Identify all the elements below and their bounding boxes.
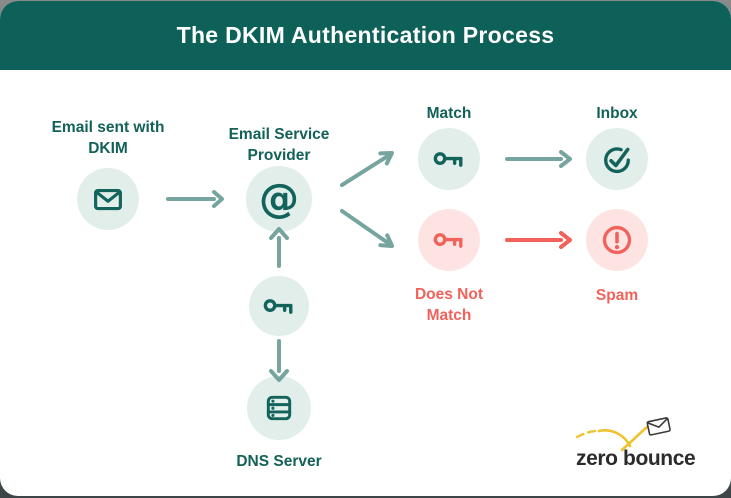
envelope-icon <box>94 188 122 211</box>
email-service-provider-node: @ <box>246 166 312 232</box>
does-not-match-label: Does Not Match <box>414 286 484 324</box>
no-match-key-node <box>418 209 480 271</box>
page-title: The DKIM Authentication Process <box>176 22 555 48</box>
arrow-diagonal-down-esp-to-nomatch <box>340 209 394 248</box>
inbox-label: Inbox <box>596 105 638 122</box>
key-icon <box>433 232 463 248</box>
key-icon <box>433 151 463 167</box>
arrow-right-nomatch-to-spam <box>505 231 572 249</box>
server-icon <box>266 395 292 421</box>
zerobounce-wordmark: zero bounce <box>576 447 696 470</box>
check-circle-icon <box>604 147 630 174</box>
email-sent-node <box>77 168 139 230</box>
match-label: Match <box>426 105 472 122</box>
arrow-down-key-to-dns <box>269 339 289 382</box>
arrow-right-match-to-inbox <box>505 150 572 168</box>
email-service-provider-label: Email Service Provider <box>228 126 330 164</box>
alert-circle-icon <box>602 225 632 255</box>
dns-server-node <box>247 376 311 440</box>
dkim-key-node <box>249 276 309 336</box>
match-key-node <box>418 128 480 190</box>
arrow-right-email-to-esp <box>166 190 224 208</box>
arrow-diagonal-up-esp-to-match <box>340 151 394 187</box>
flying-envelope-icon <box>575 417 671 452</box>
inbox-node <box>586 128 648 190</box>
email-sent-label: Email sent with DKIM <box>51 119 165 157</box>
arrow-up-key-to-esp <box>269 227 289 268</box>
title-banner: The DKIM Authentication Process <box>0 1 731 70</box>
at-sign-icon: @ <box>259 176 299 222</box>
key-icon <box>263 298 293 314</box>
spam-node <box>586 209 648 271</box>
spam-label: Spam <box>595 287 639 304</box>
dns-server-label: DNS Server <box>236 453 322 470</box>
zerobounce-logo: zero bounce <box>573 417 708 472</box>
